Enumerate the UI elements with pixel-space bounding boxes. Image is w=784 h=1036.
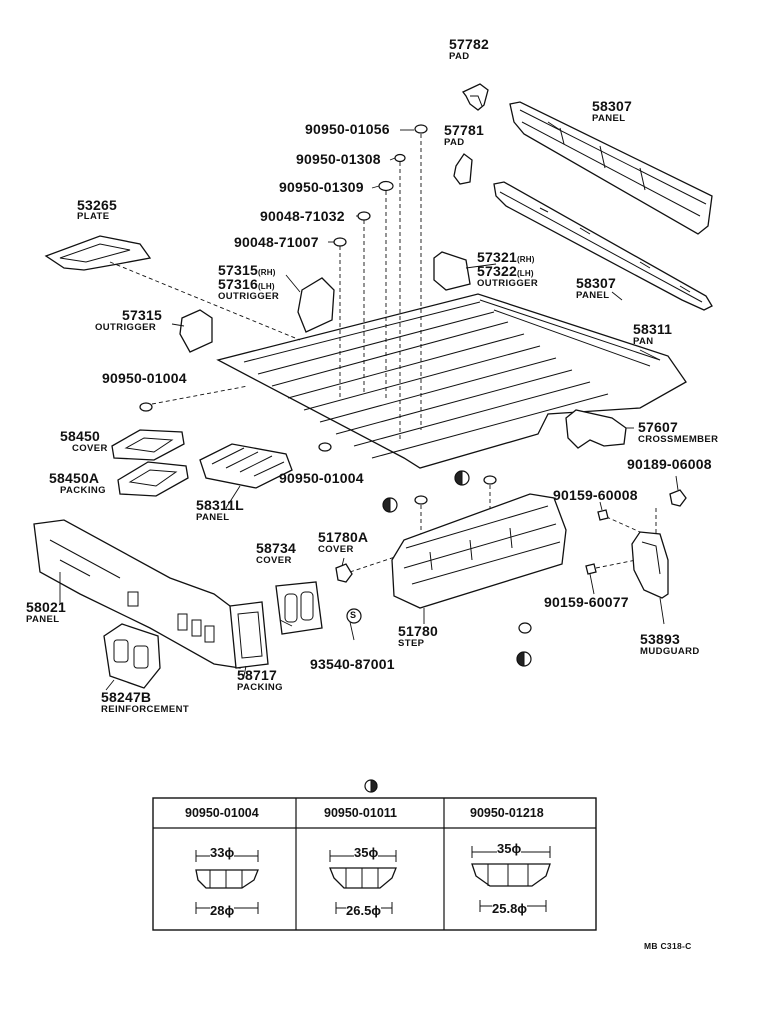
- fastener-symbol-circle: [346, 608, 362, 624]
- label-58307-lower-name: PANEL: [576, 290, 610, 301]
- label-58247B-number: 58247B: [101, 689, 152, 705]
- label-58311L-name: PANEL: [196, 512, 230, 523]
- label-57322-number: 57322(LH): [477, 263, 534, 279]
- label-58450A-name: PACKING: [60, 485, 106, 496]
- screws-90159: [585, 509, 609, 575]
- clip-90189-shape: [669, 489, 687, 507]
- label-58717-number: 58717: [237, 667, 277, 683]
- label-90189-06008: 90189-06008: [627, 456, 712, 472]
- panel-58307-upper-shape: [509, 101, 713, 235]
- plugs-group: [139, 124, 532, 634]
- fastener-symbol-letter: S: [350, 610, 357, 620]
- plug-profile-1: [195, 850, 259, 914]
- label-90950-01004-upper: 90950-01004: [102, 370, 187, 386]
- mudguard-53893-shape: [631, 531, 669, 599]
- label-leaders: [59, 121, 679, 691]
- plug-3-inner-dim: 25.8ϕ: [492, 901, 528, 916]
- packing-58450A-shape: [117, 461, 189, 497]
- label-58307-lower-number: 58307: [576, 275, 616, 291]
- label-53893-name: MUDGUARD: [640, 646, 700, 657]
- cover-58450-shape: [111, 429, 185, 461]
- outrigger-57315-shape: [179, 309, 213, 353]
- plug-table-header-1: 90950-01004: [185, 806, 259, 820]
- label-90159-60008: 90159-60008: [553, 487, 638, 503]
- plate-53265-shape: [44, 235, 152, 271]
- plug-2-outer-dim: 35ϕ: [354, 845, 379, 860]
- label-57607-number: 57607: [638, 419, 678, 435]
- label-90950-01309: 90950-01309: [279, 179, 364, 195]
- label-53893-number: 53893: [640, 631, 680, 647]
- label-51780-number: 51780: [398, 623, 438, 639]
- label-57315-name: OUTRIGGER: [95, 322, 157, 333]
- panel-58311L-shape: [199, 443, 293, 489]
- plug-table-header-2: 90950-01011: [324, 806, 397, 820]
- cover-51780A-shape: [335, 563, 353, 583]
- plug-3-outer-dim: 35ϕ: [497, 841, 522, 856]
- pad-57781-shape: [453, 153, 473, 185]
- plug-profile-2: [329, 850, 397, 914]
- label-90159-60077: 90159-60077: [544, 594, 629, 610]
- label-58311-name: PAN: [633, 336, 654, 347]
- reinforcement-58247B-shape: [103, 623, 161, 689]
- outrigger-57316-shape: [297, 277, 335, 333]
- label-93540-87001: 93540-87001: [310, 656, 395, 672]
- label-57316-name: OUTRIGGER: [218, 291, 280, 302]
- label-57315-number: 57315: [122, 307, 162, 323]
- label-57782-name: PAD: [449, 51, 470, 62]
- label-90950-01308: 90950-01308: [296, 151, 381, 167]
- plug-1-inner-dim: 28ϕ: [210, 903, 235, 918]
- step-51780-shape: [391, 493, 567, 609]
- label-51780-name: STEP: [398, 638, 425, 649]
- label-57322-name: OUTRIGGER: [477, 278, 539, 289]
- pan-58311-shape: [216, 293, 687, 469]
- label-57316-number: 57316(LH): [218, 276, 275, 292]
- label-90950-01004-lower: 90950-01004: [279, 470, 364, 486]
- label-90048-71032: 90048-71032: [260, 208, 345, 224]
- pad-57782-shape: [462, 83, 489, 111]
- label-58247B-name: REINFORCEMENT: [101, 704, 190, 715]
- label-53265-number: 53265: [77, 197, 117, 213]
- outrigger-57321-shape: [433, 251, 471, 291]
- diagram-ref-code: MB C318-C: [644, 941, 692, 951]
- label-58734-name: COVER: [256, 555, 292, 566]
- label-58021-name: PANEL: [26, 614, 60, 625]
- label-57782-number: 57782: [449, 36, 489, 52]
- panel-58307-lower-shape: [493, 181, 713, 311]
- plug-type-markers: [364, 470, 532, 793]
- label-58450A-number: 58450A: [49, 470, 100, 486]
- label-57315rh-number: 57315(RH): [218, 262, 276, 278]
- label-58307-upper-name: PANEL: [592, 113, 626, 124]
- label-90048-71007: 90048-71007: [234, 234, 319, 250]
- label-57607-name: CROSSMEMBER: [638, 434, 719, 445]
- cover-58734-shape: [275, 581, 323, 635]
- label-58307-upper-number: 58307: [592, 98, 632, 114]
- label-51780A-name: COVER: [318, 544, 354, 555]
- plug-1-outer-dim: 33ϕ: [210, 845, 235, 860]
- label-57781-name: PAD: [444, 137, 465, 148]
- label-53265-name: PLATE: [77, 211, 110, 222]
- label-58734-number: 58734: [256, 540, 296, 556]
- label-58311-number: 58311: [633, 321, 673, 337]
- plug-table-frame: [152, 797, 597, 931]
- label-58021-number: 58021: [26, 599, 66, 615]
- label-58717-name: PACKING: [237, 682, 283, 693]
- label-57781-number: 57781: [444, 122, 484, 138]
- crossmember-57607-shape: [565, 409, 627, 449]
- label-58311L-number: 58311L: [196, 497, 244, 513]
- plug-table-header-3: 90950-01218: [470, 806, 544, 820]
- plug-2-inner-dim: 26.5ϕ: [346, 903, 382, 918]
- label-58450-number: 58450: [60, 428, 100, 444]
- label-90950-01056: 90950-01056: [305, 121, 390, 137]
- packing-58717-shape: [229, 601, 269, 669]
- label-51780A-number: 51780A: [318, 529, 369, 545]
- label-57321-number: 57321(RH): [477, 249, 535, 265]
- plug-profile-3: [471, 846, 551, 912]
- label-58450-name: COVER: [72, 443, 108, 454]
